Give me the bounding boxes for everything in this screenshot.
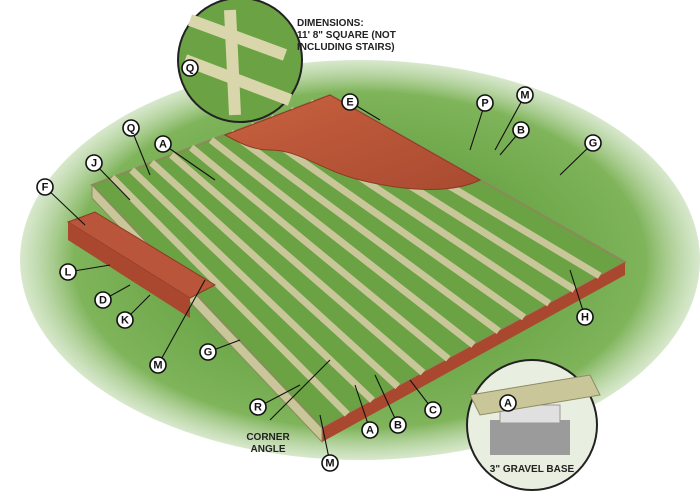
callout-letter: K xyxy=(121,315,129,327)
callout-a-top: A xyxy=(154,135,172,153)
callout-letter: H xyxy=(581,312,589,324)
callout-m-bottom: M xyxy=(321,454,339,472)
callout-letter: A xyxy=(366,425,374,437)
callout-letter: P xyxy=(481,98,488,110)
callout-p: P xyxy=(476,94,494,112)
callout-b-bottom: B xyxy=(389,416,407,434)
callout-h: H xyxy=(576,308,594,326)
stair-stringer xyxy=(66,211,217,299)
dimensions-line2: 11' 8" SQUARE (NOT xyxy=(297,30,396,41)
callout-letter: B xyxy=(517,125,525,137)
rim-joist-right xyxy=(322,262,625,442)
corner-angle-line2: ANGLE xyxy=(251,444,286,455)
gravel-base-label: 3" GRAVEL BASE xyxy=(490,464,575,475)
callout-letter: F xyxy=(42,182,49,194)
joist xyxy=(109,175,350,417)
decking-boards xyxy=(223,94,482,190)
callout-f: F xyxy=(36,178,54,196)
callout-letter: E xyxy=(346,97,353,109)
joist xyxy=(149,159,401,390)
inset-gravel xyxy=(490,420,570,455)
callout-letter: J xyxy=(91,158,97,170)
callout-a-inset: A xyxy=(499,394,517,412)
joist xyxy=(129,167,375,403)
callout-letter: Q xyxy=(186,63,195,75)
dimensions-line3: INCLUDING STAIRS) xyxy=(297,42,395,53)
callout-b-top: B xyxy=(512,121,530,139)
inset-top-lumber xyxy=(182,9,293,116)
callout-a-bottom: A xyxy=(361,421,379,439)
callout-g-left: G xyxy=(199,343,217,361)
callout-r: R xyxy=(249,398,267,416)
callout-letter: G xyxy=(204,347,213,359)
callout-j: J xyxy=(85,154,103,172)
callout-l: L xyxy=(59,263,77,281)
callout-q-inset: Q xyxy=(181,59,199,77)
callout-m-left: M xyxy=(149,356,167,374)
callout-d: D xyxy=(94,291,112,309)
callout-letter: M xyxy=(325,458,334,470)
callout-letter: G xyxy=(589,138,598,150)
stair-front xyxy=(68,222,190,318)
callout-letter: B xyxy=(394,420,402,432)
callout-k: K xyxy=(116,311,134,329)
callout-e: E xyxy=(341,93,359,111)
dimensions-line1: DIMENSIONS: xyxy=(297,18,364,29)
callout-letter: C xyxy=(429,405,437,417)
joist xyxy=(228,129,501,334)
callout-g-right: G xyxy=(584,134,602,152)
callout-letter: M xyxy=(520,90,529,102)
callout-letter: L xyxy=(65,267,72,279)
callout-letter: A xyxy=(159,139,167,151)
callout-c: C xyxy=(424,401,442,419)
joist xyxy=(208,137,476,348)
callout-letter: R xyxy=(254,402,262,414)
corner-angle-line1: CORNER xyxy=(246,432,290,443)
callout-letter: D xyxy=(99,295,107,307)
callout-q: Q xyxy=(122,119,140,137)
callout-letter: Q xyxy=(127,123,136,135)
callout-letter: A xyxy=(504,398,512,410)
joist xyxy=(188,144,451,362)
callout-m-top: M xyxy=(516,86,534,104)
callout-letter: M xyxy=(153,360,162,372)
joist xyxy=(248,122,527,321)
joist xyxy=(169,152,426,376)
